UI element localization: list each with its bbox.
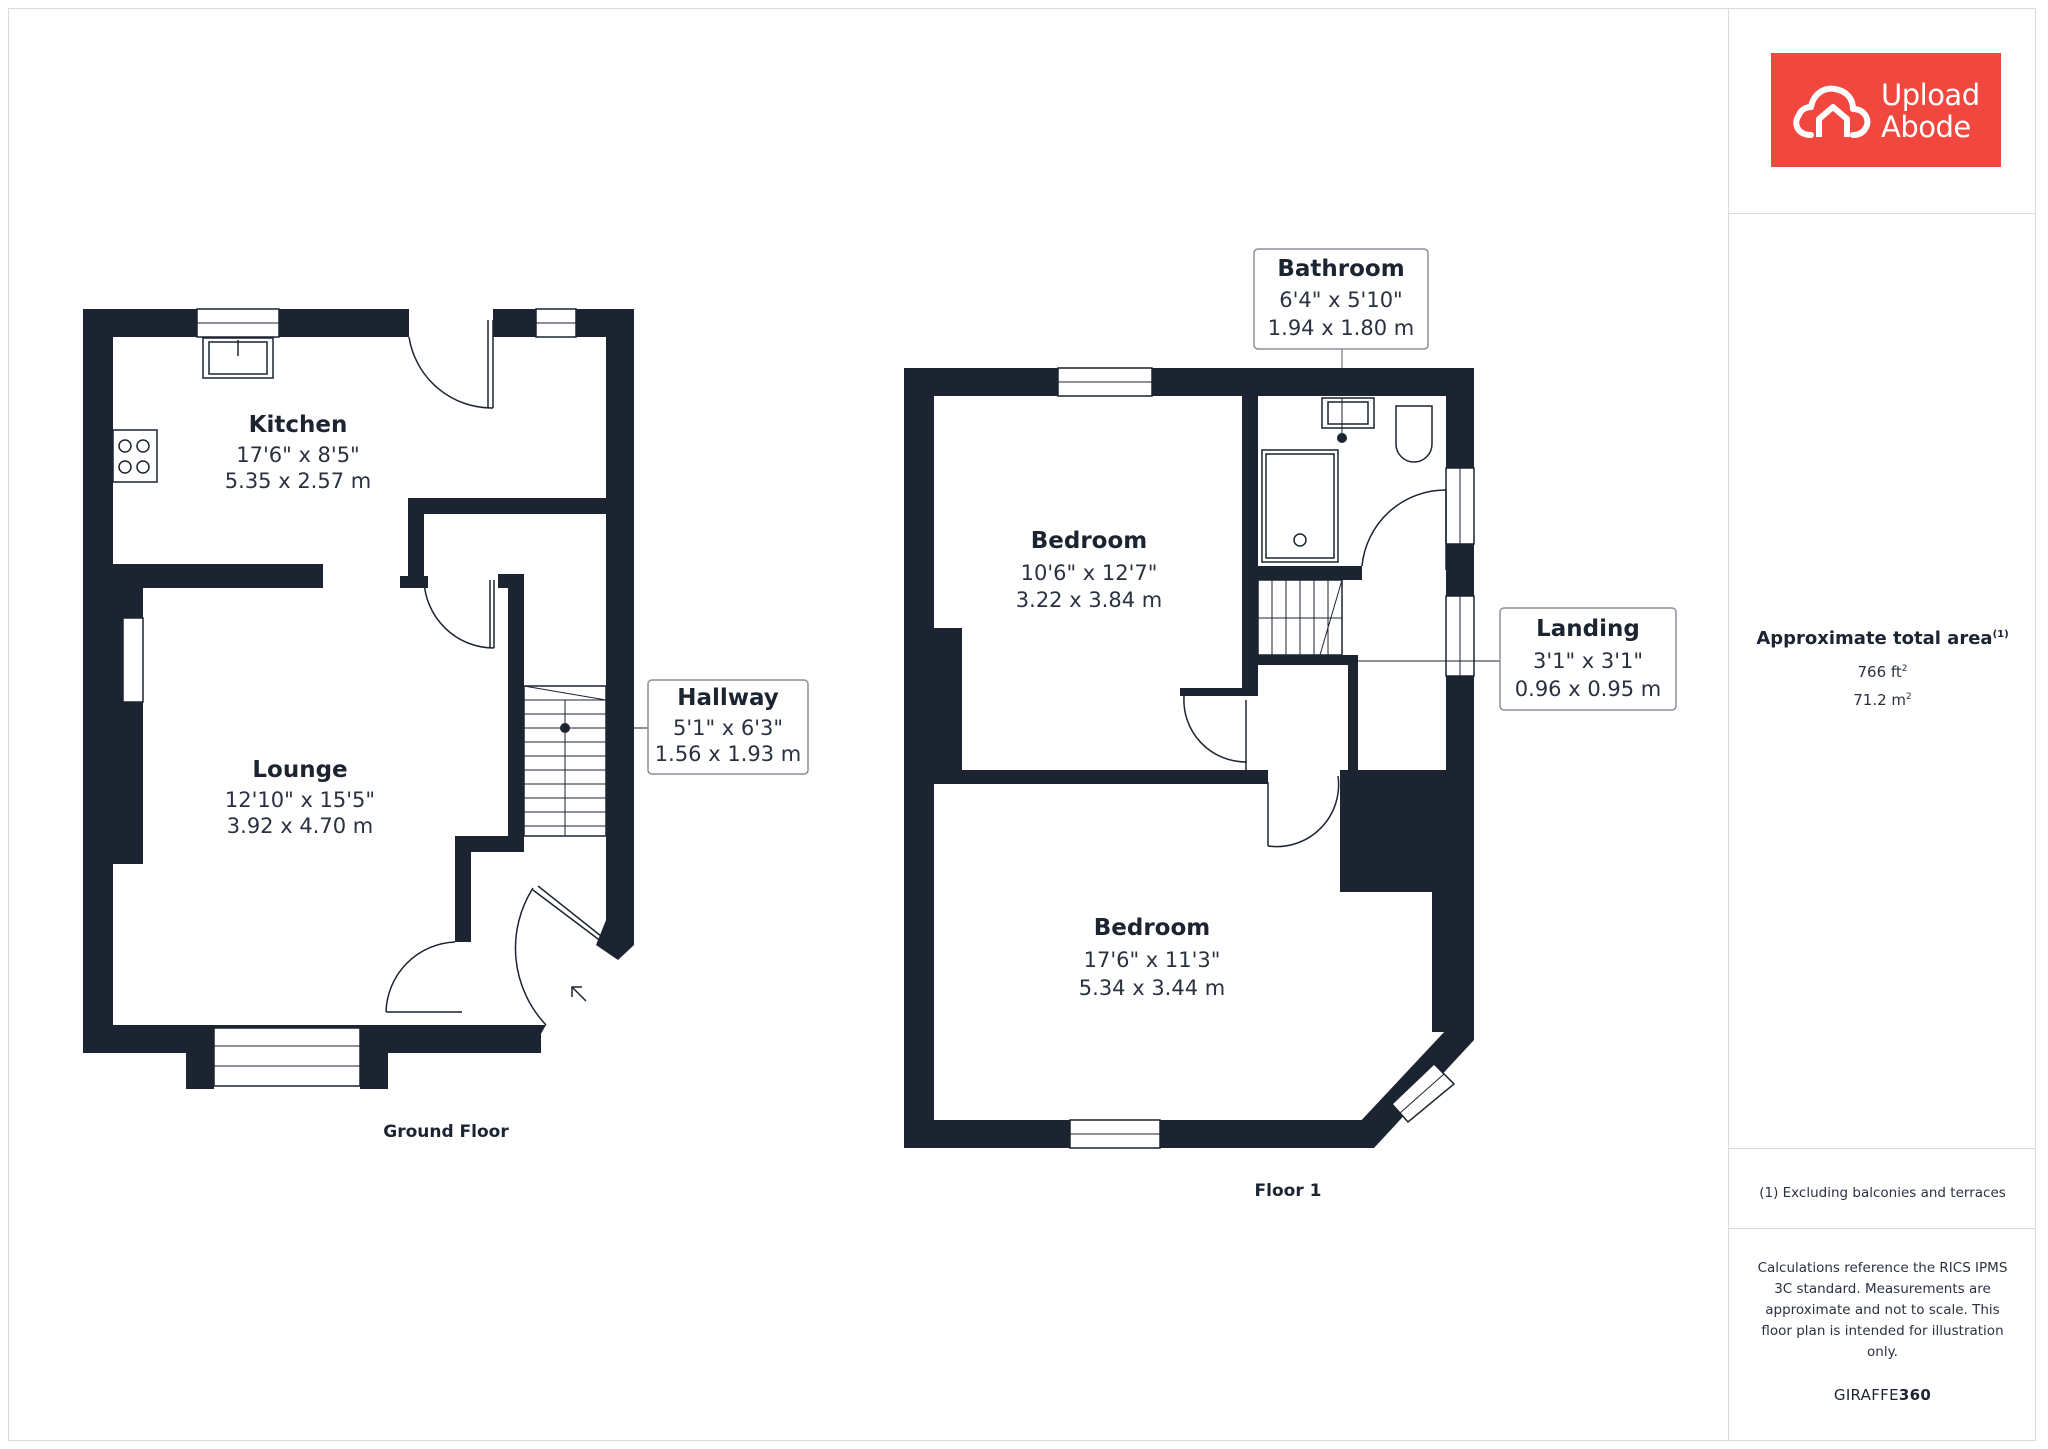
lounge-metric: 3.92 x 4.70 m (227, 814, 373, 838)
bedroom-1-name: Bedroom (1031, 528, 1148, 554)
bathroom-metric: 1.94 x 1.80 m (1268, 316, 1414, 340)
bathroom-imperial: 6'4" x 5'10" (1279, 288, 1402, 312)
page-frame (8, 8, 2036, 1441)
hallway-label-box (647, 679, 809, 775)
bedroom-2-imperial: 17'6" x 11'3" (1084, 948, 1221, 972)
porch-door-swing (385, 941, 456, 1013)
lounge-name: Lounge (252, 757, 347, 783)
disclaimer-text: Calculations reference the RICS IPMS 3C … (1757, 1260, 2008, 1360)
bathroom-basin-icon (1321, 397, 1375, 429)
entrance-arrow-icon (571, 986, 587, 1002)
kitchen-imperial: 17'6" x 8'5" (236, 443, 359, 467)
giraffe360-brand: GIRAFFE360 (1833, 1386, 1932, 1404)
bathroom-name: Bathroom (1277, 256, 1404, 282)
bathroom-label-box (1253, 248, 1429, 350)
bedroom-1-imperial: 10'6" x 12'7" (1021, 561, 1158, 585)
landing-imperial: 3'1" x 3'1" (1533, 649, 1643, 673)
bedroom-1-metric: 3.22 x 3.84 m (1016, 588, 1162, 612)
landing-metric: 0.96 x 0.95 m (1515, 677, 1661, 701)
ground-floor-windows (122, 308, 577, 1087)
kitchen-metric: 5.35 x 2.57 m (225, 469, 371, 493)
ground-floor-plan (83, 308, 809, 1089)
lounge-imperial: 12'10" x 15'5" (225, 788, 375, 812)
total-area-title: Approximate total area(1) (1756, 628, 2009, 649)
first-floor-walls (904, 368, 1474, 1148)
hallway-metric: 1.56 x 1.93 m (655, 742, 801, 766)
area-footnote: (1) Excluding balconies and terraces (1759, 1185, 2006, 1201)
room-labels: Kitchen 17'6" x 8'5" 5.35 x 2.57 m Loung… (225, 256, 1661, 1201)
landing-label-box (1499, 607, 1677, 711)
ground-floor-walls (83, 309, 634, 1089)
total-area-sqm: 71.2 m2 (1853, 691, 1912, 709)
lounge-door-swing (423, 579, 495, 649)
bedroom-2-door-swing (1267, 775, 1340, 848)
cloud-house-icon (1793, 85, 1871, 138)
hallway-name: Hallway (677, 685, 779, 711)
first-floor-label: Floor 1 (1255, 1181, 1322, 1201)
first-floor-plan (904, 248, 1677, 1149)
ground-floor-label: Ground Floor (383, 1122, 509, 1142)
bathroom-door-swing (1361, 489, 1447, 567)
kitchen-sink-icon (202, 337, 274, 379)
kitchen-name: Kitchen (249, 412, 348, 438)
total-area-block: Approximate total area(1) 766 ft2 71.2 m… (1729, 628, 2036, 709)
logo-line-1: Upload (1881, 78, 1980, 112)
bedroom-1-door-swing (1183, 695, 1247, 763)
logo-line-2: Abode (1881, 110, 1971, 144)
total-area-sqft: 766 ft2 (1857, 663, 1908, 681)
landing-name: Landing (1536, 616, 1640, 642)
front-door-swing (514, 887, 547, 1026)
toilet-icon (1395, 405, 1433, 463)
kitchen-door-swing (408, 336, 494, 409)
hallway-imperial: 5'1" x 6'3" (673, 716, 783, 740)
shower-tray-icon (1261, 449, 1339, 563)
bedroom-2-metric: 5.34 x 3.44 m (1079, 976, 1225, 1000)
hob-icon (112, 429, 158, 483)
bedroom-2-name: Bedroom (1094, 915, 1211, 941)
